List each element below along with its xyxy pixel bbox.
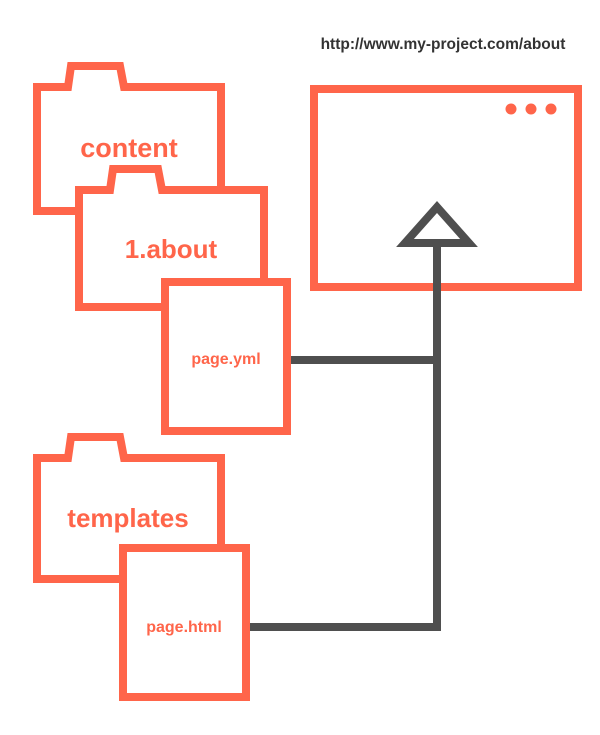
folder-templates: templates bbox=[33, 433, 225, 583]
folder-icon bbox=[75, 165, 268, 311]
folder-about-label: 1.about bbox=[125, 234, 218, 264]
html-connector-line bbox=[236, 243, 441, 631]
file-icon bbox=[119, 544, 250, 701]
window-dot-icon bbox=[505, 103, 517, 115]
browser-frame bbox=[310, 85, 582, 291]
folder-about: 1.about bbox=[75, 165, 268, 311]
folder-content-label: content bbox=[80, 133, 178, 163]
arrow-head-icon bbox=[396, 200, 478, 247]
folder-icon bbox=[33, 433, 225, 583]
window-dot-icon bbox=[545, 103, 557, 115]
file-page-html: page.html bbox=[119, 544, 250, 701]
browser-window bbox=[310, 85, 582, 291]
file-page-yml-label: page.yml bbox=[191, 351, 260, 368]
file-icon bbox=[161, 278, 291, 435]
url-label: http://www.my-project.com/about bbox=[321, 36, 566, 53]
folder-templates-label: templates bbox=[67, 503, 188, 533]
window-dot-icon bbox=[525, 103, 537, 115]
file-page-yml: page.yml bbox=[161, 278, 291, 435]
connectors bbox=[236, 200, 478, 631]
file-page-html-label: page.html bbox=[146, 619, 222, 636]
